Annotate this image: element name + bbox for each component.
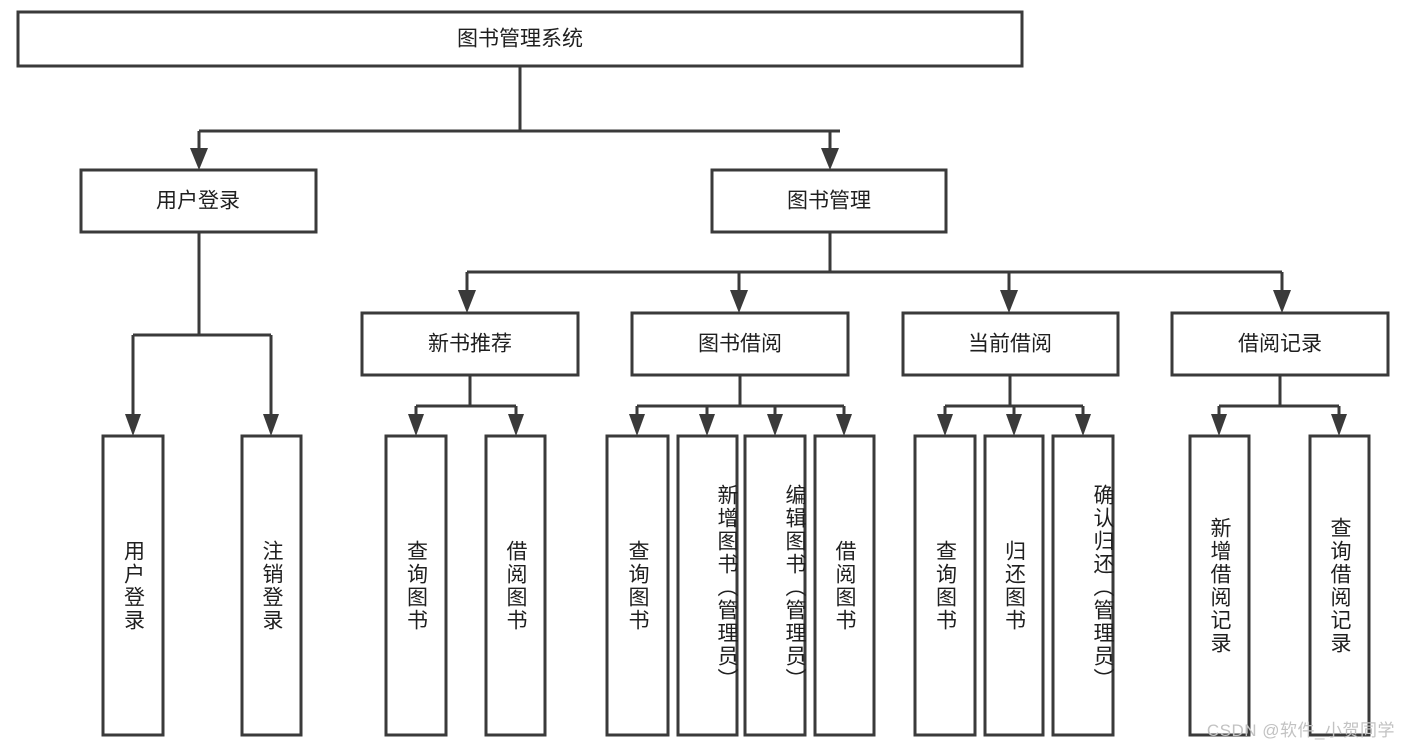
connector-borrow-to-leaves	[629, 375, 852, 436]
arrowhead-leaf-4	[508, 414, 524, 436]
arrowhead-book-mgmt	[821, 148, 839, 170]
node-borrow-records-label: 借阅记录	[1238, 333, 1322, 356]
arrowhead-leaf-3	[408, 414, 424, 436]
leaf-box-borrow-book[interactable]	[813, 434, 876, 737]
node-book-borrow[interactable]: 图书借阅	[630, 311, 850, 377]
arrowhead-newbook	[458, 290, 476, 313]
arrowhead-leaf-11	[1075, 414, 1091, 436]
node-book-borrow-box	[630, 311, 850, 377]
arrowhead-records	[1273, 290, 1291, 313]
node-user-login-box	[79, 168, 318, 234]
arrowhead-leaf-5	[629, 414, 645, 436]
leaf-box-query-borrow-record[interactable]	[1308, 434, 1371, 737]
node-user-login[interactable]: 用户登录	[79, 168, 318, 234]
connector-userlogin-to-leaves	[125, 232, 279, 436]
arrowhead-leaf-10	[1006, 414, 1022, 436]
leaf-boxes	[101, 434, 1371, 737]
node-root-system[interactable]: 图书管理系统	[16, 10, 1024, 68]
leaf-box-query-book-recommend[interactable]	[384, 434, 448, 737]
node-root-label: 图书管理系统	[457, 28, 583, 51]
arrowhead-leaf-2	[263, 414, 279, 436]
leaf-box-confirm-return-admin[interactable]	[1051, 434, 1115, 737]
arrowhead-user-login	[190, 148, 208, 170]
leaf-box-query-book-current[interactable]	[913, 434, 977, 737]
node-new-book-recommend-box	[360, 311, 580, 377]
connector-bookmgmt-to-level3	[458, 232, 1291, 313]
node-new-book-recommend[interactable]: 新书推荐	[360, 311, 580, 377]
node-book-management[interactable]: 图书管理	[710, 168, 948, 234]
connector-root-to-level2	[190, 66, 840, 170]
node-user-login-label: 用户登录	[156, 190, 240, 213]
arrowhead-leaf-13	[1331, 414, 1347, 436]
node-borrow-records-box	[1170, 311, 1390, 377]
leaf-box-query-book-borrow[interactable]	[605, 434, 670, 737]
leaf-box-return-book[interactable]	[983, 434, 1045, 737]
node-current-borrow[interactable]: 当前借阅	[901, 311, 1120, 377]
arrowhead-current	[1000, 290, 1018, 313]
arrowhead-borrow	[730, 290, 748, 313]
leaf-box-user-login[interactable]	[101, 434, 165, 737]
node-book-management-box	[710, 168, 948, 234]
node-current-borrow-label: 当前借阅	[968, 333, 1052, 356]
arrowhead-leaf-7	[767, 414, 783, 436]
connector-records-to-leaves	[1211, 375, 1347, 436]
arrowhead-leaf-8	[836, 414, 852, 436]
leaf-box-borrow-book-recommend[interactable]	[484, 434, 547, 737]
arrowhead-leaf-6	[699, 414, 715, 436]
connector-current-to-leaves	[937, 375, 1091, 436]
node-book-management-label: 图书管理	[787, 190, 871, 213]
node-book-borrow-label: 图书借阅	[698, 333, 782, 356]
node-current-borrow-box	[901, 311, 1120, 377]
node-borrow-records[interactable]: 借阅记录	[1170, 311, 1390, 377]
leaf-box-edit-book-admin[interactable]	[743, 434, 807, 737]
csdn-watermark: CSDN @软件_小贺同学	[1206, 721, 1395, 740]
connector-newbook-to-leaves	[408, 375, 524, 436]
leaf-box-add-borrow-record[interactable]	[1188, 434, 1251, 737]
node-new-book-recommend-label: 新书推荐	[428, 333, 512, 356]
arrowhead-leaf-12	[1211, 414, 1227, 436]
leaf-box-add-book-admin[interactable]	[676, 434, 739, 737]
node-root-box	[16, 10, 1024, 68]
leaf-box-logout[interactable]	[240, 434, 303, 737]
arrowhead-leaf-9	[937, 414, 953, 436]
arrowhead-leaf-1	[125, 414, 141, 436]
